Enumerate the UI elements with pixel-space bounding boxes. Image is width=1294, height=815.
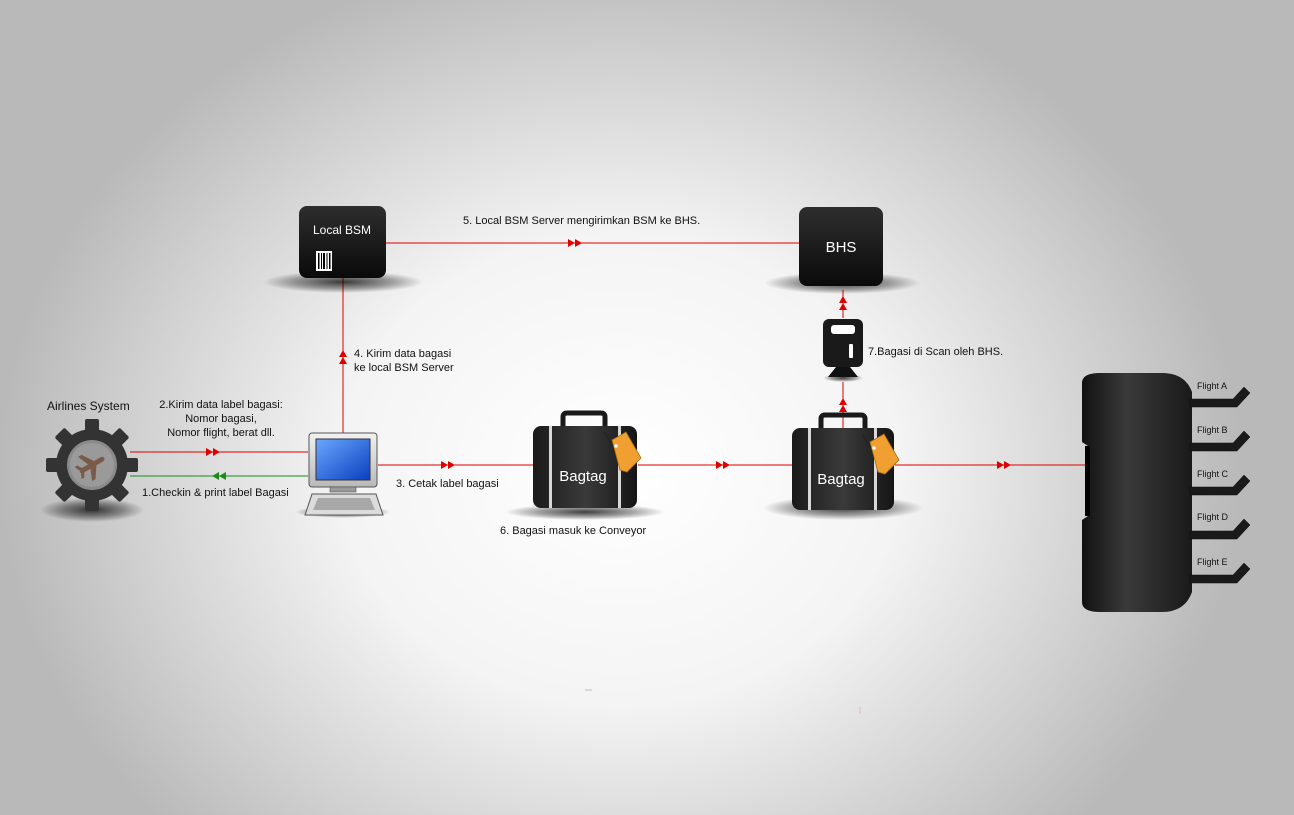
bagtag-label-1: Bagtag	[559, 468, 607, 485]
flight-label-c: Flight C	[1197, 469, 1229, 479]
airlines-system-label: Airlines System	[47, 399, 130, 413]
bhs-node: BHS	[764, 207, 920, 294]
arrow-right-icon	[441, 461, 455, 469]
gear-icon	[46, 419, 138, 511]
checkin-computer	[295, 432, 391, 518]
flow-lines	[130, 242, 1085, 477]
luggage-tag-icon	[603, 431, 642, 473]
step4-line2: ke local BSM Server	[354, 362, 454, 374]
arrow-right-icon	[206, 448, 220, 456]
flight-label-e: Flight E	[1197, 557, 1228, 567]
arrow-right-icon	[716, 461, 730, 469]
bagtag-label-2: Bagtag	[817, 471, 865, 488]
bagtag-bag-1: Bagtag	[505, 410, 665, 520]
step2-label: 2.Kirim data label bagasi: Nomor bagasi,…	[146, 398, 296, 440]
step1-label: 1.Checkin & print label Bagasi	[142, 487, 289, 499]
flight-label-a: Flight A	[1197, 381, 1228, 391]
step7-label: 7.Bagasi di Scan oleh BHS.	[868, 346, 1004, 358]
arrow-up-icon	[839, 296, 847, 310]
scanner-icon	[823, 319, 863, 382]
sorter-body	[1082, 373, 1192, 612]
airlines-system-node	[40, 419, 144, 522]
arrow-up-icon	[339, 350, 347, 364]
step2-line2: Nomor bagasi,	[185, 413, 257, 425]
flight-label-b: Flight B	[1197, 425, 1228, 435]
sorter-chutes	[1189, 386, 1251, 584]
flow-arrows	[206, 239, 1011, 480]
step2-line3: Nomor flight, berat dll.	[167, 427, 275, 439]
arrow-right-icon	[568, 239, 582, 247]
arrow-up-icon	[839, 398, 847, 412]
step4-label: 4. Kirim data bagasi ke local BSM Server	[354, 347, 454, 375]
barcode-icon	[316, 251, 332, 271]
baggage-sorter	[1082, 373, 1251, 612]
step2-line1: 2.Kirim data label bagasi:	[159, 399, 283, 411]
bagtag-bag-2: Bagtag	[763, 412, 923, 520]
arrow-left-icon	[212, 472, 226, 480]
luggage-tag-icon	[861, 433, 900, 475]
local-bsm-label: Local BSM	[313, 223, 371, 237]
monitor-screen	[315, 438, 371, 481]
arrow-right-icon	[997, 461, 1011, 469]
step4-line1: 4. Kirim data bagasi	[354, 348, 452, 360]
local-bsm-node: Local BSM	[263, 206, 423, 293]
step3-label: 3. Cetak label bagasi	[396, 478, 499, 490]
step6-label: 6. Bagasi masuk ke Conveyor	[500, 525, 647, 537]
airplane-icon	[74, 454, 105, 482]
step5-label: 5. Local BSM Server mengirimkan BSM ke B…	[463, 215, 701, 227]
bhs-label: BHS	[826, 239, 857, 256]
flight-label-d: Flight D	[1197, 512, 1229, 522]
